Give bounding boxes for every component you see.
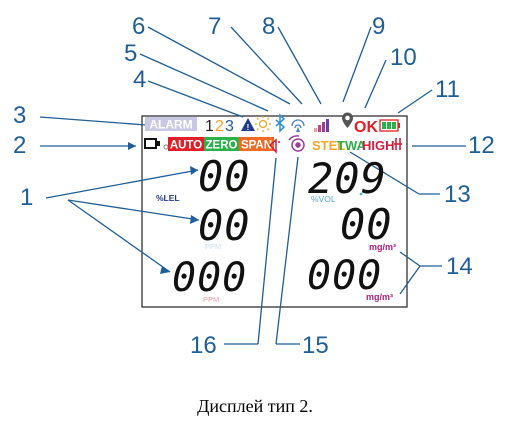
zero-label: ZERO	[206, 140, 238, 152]
alarm-level-2: 2	[215, 118, 224, 135]
unit-mgm3-2: mg/m³	[366, 292, 393, 302]
alarm-label-bg	[145, 117, 197, 131]
callout-14: 14	[446, 253, 473, 280]
unit-vol: %VOL	[311, 194, 336, 204]
unit-mgm3-1: mg/m³	[369, 242, 396, 252]
callout-lines	[39, 26, 466, 345]
callout-3: 3	[13, 102, 27, 129]
bluetooth-icon	[275, 113, 286, 133]
ok-label: OK	[354, 119, 378, 136]
reading-right-mid: 00	[340, 200, 393, 249]
callout-13: 13	[444, 181, 471, 208]
callout-1: 1	[20, 184, 34, 211]
tally-icon	[394, 138, 402, 150]
reading-left-bottom: 000	[172, 255, 248, 301]
svg-text:!: !	[247, 123, 250, 132]
battery-level-icon	[379, 119, 400, 132]
callout-2: 2	[13, 132, 27, 159]
span-label-bg	[239, 137, 274, 151]
twa-label: TWA	[337, 138, 366, 153]
decimal-dot	[227, 236, 231, 240]
fan-icon	[288, 135, 305, 152]
callout-15: 15	[302, 332, 329, 359]
decimal-dot	[359, 192, 363, 196]
callout-10: 10	[390, 44, 417, 71]
auto-label: AUTO	[170, 140, 202, 152]
callout-5: 5	[124, 40, 138, 67]
reading-right-bottom: 000	[307, 253, 383, 299]
unit-lel: %LEL	[156, 193, 180, 203]
battery-icon	[144, 138, 160, 149]
callout-4: 4	[133, 66, 147, 93]
speaker-icon	[268, 138, 280, 155]
zero-label-bg	[204, 137, 239, 151]
sun-icon	[255, 116, 271, 132]
callout-16: 16	[190, 332, 217, 359]
pump-icon	[163, 144, 169, 150]
callout-6: 6	[132, 13, 146, 40]
callout-arrowheads	[128, 142, 199, 274]
unit-ppm-1: PPM	[205, 242, 221, 251]
unit-ppm-2: PPM	[203, 295, 219, 304]
reading-right-top: 209	[308, 154, 387, 203]
gps-pin-icon	[342, 112, 353, 128]
wifi-icon	[291, 119, 305, 132]
high-label: HIGH	[362, 138, 395, 153]
warning-icon: !	[241, 118, 255, 132]
reading-left-mid: 00	[198, 201, 251, 250]
decimal-dot	[227, 187, 231, 191]
callout-11: 11	[435, 76, 460, 103]
alarm-level-1: 1	[205, 118, 214, 135]
alarm-label: ALARM	[149, 118, 192, 132]
callout-12: 12	[468, 132, 495, 159]
alarm-level-3: 3	[225, 118, 234, 135]
signal-bars-icon	[314, 119, 329, 132]
span-label: SPAN	[241, 140, 272, 152]
callout-8: 8	[262, 13, 276, 40]
figure-caption: Дисплей тип 2.	[197, 396, 313, 416]
auto-label-bg	[168, 137, 204, 151]
stel-label: STEL	[312, 138, 345, 153]
callout-9: 9	[372, 13, 386, 40]
reading-left-top: 00	[198, 152, 251, 201]
callout-7: 7	[208, 13, 222, 40]
